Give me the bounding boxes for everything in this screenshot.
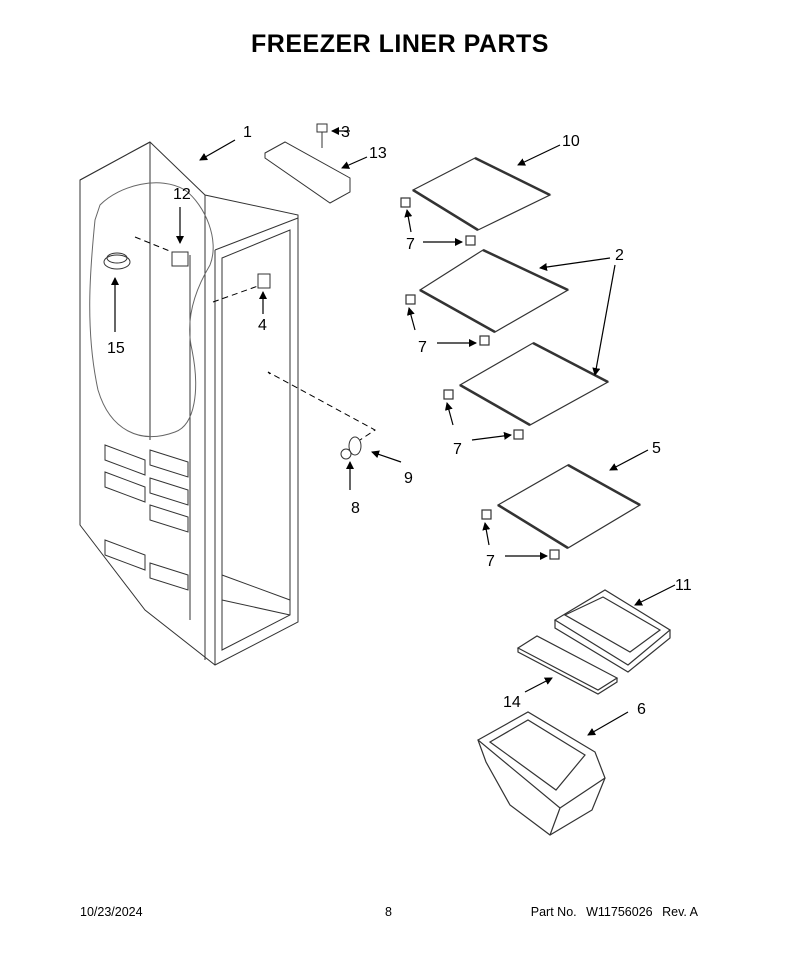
bracket-12	[171, 251, 189, 267]
callout-7: 7	[486, 553, 495, 570]
callout-7: 7	[453, 441, 462, 458]
callout-7: 7	[418, 339, 427, 356]
footer-date: 10/23/2024	[80, 905, 143, 919]
callout-13: 13	[369, 145, 387, 162]
shelf-10	[400, 156, 552, 246]
bracket-13	[264, 141, 351, 204]
callout-15: 15	[107, 340, 125, 357]
callout-2: 2	[615, 247, 624, 264]
callout-11: 11	[675, 577, 692, 594]
footer-part-info: Part No. W11756026 Rev. A	[525, 905, 698, 919]
part-number: W11756026	[586, 905, 653, 919]
callout-14: 14	[503, 694, 521, 711]
page-title: FREEZER LINER PARTS	[251, 30, 549, 58]
shelf-5	[481, 463, 642, 560]
callout-8: 8	[351, 500, 360, 517]
part-label: Part No.	[530, 905, 577, 919]
callout-6: 6	[637, 701, 646, 718]
screw-3	[316, 123, 328, 148]
freezer-liner	[79, 141, 299, 666]
callout-7: 7	[406, 236, 415, 253]
damper-8	[340, 436, 362, 460]
light-15	[103, 252, 131, 270]
revision: Rev. A	[662, 905, 698, 919]
install-lines	[134, 236, 376, 441]
callout-3: 3	[341, 124, 350, 141]
callout-4: 4	[258, 317, 267, 334]
pan-cover-14	[516, 635, 619, 695]
shelf-2-upper	[405, 248, 570, 346]
callout-1: 1	[243, 124, 252, 141]
storage-bin-6	[476, 711, 606, 836]
callout-9: 9	[404, 470, 413, 487]
callout-10: 10	[562, 133, 580, 150]
footer-page-number: 8	[385, 905, 392, 919]
callout-5: 5	[652, 440, 661, 457]
pan-frame-11	[553, 589, 672, 673]
shelf-2-lower	[443, 341, 610, 440]
bracket-4	[257, 273, 271, 289]
leader-arrows	[111, 127, 676, 736]
callout-12: 12	[173, 186, 191, 203]
